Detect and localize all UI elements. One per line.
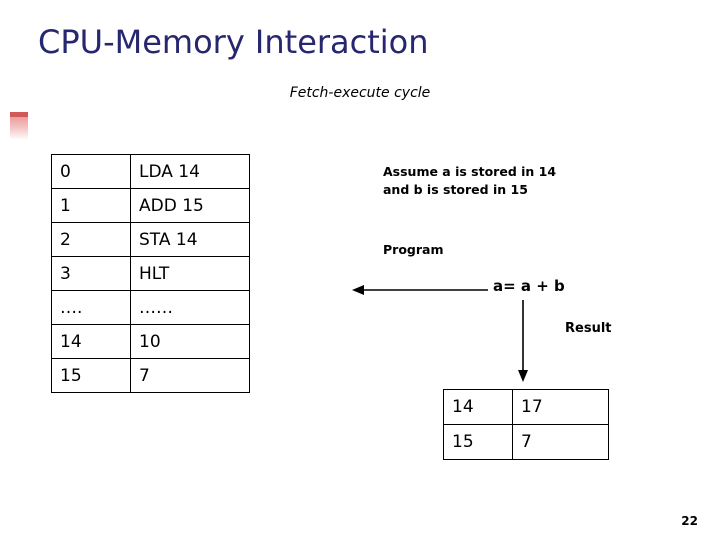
table-row: 15 7 — [443, 424, 609, 460]
table-row: 0 LDA 14 — [51, 154, 250, 189]
memory-address: 0 — [51, 154, 131, 189]
assume-note-line2: and b is stored in 15 — [383, 182, 528, 198]
memory-address: 2 — [51, 222, 131, 257]
result-label: Result — [565, 321, 612, 336]
memory-address: 14 — [51, 324, 131, 359]
result-address: 15 — [443, 424, 513, 460]
page-number: 22 — [681, 514, 698, 528]
memory-content: HLT — [130, 256, 250, 291]
memory-address: 1 — [51, 188, 131, 223]
memory-content: 7 — [130, 358, 250, 393]
table-row: 1 ADD 15 — [51, 188, 250, 223]
program-label: Program — [383, 242, 444, 257]
red-accent-bar — [10, 112, 28, 140]
assume-note-line1: Assume a is stored in 14 — [383, 164, 557, 179]
result-table: 14 17 15 7 — [443, 389, 609, 460]
result-address: 14 — [443, 389, 513, 425]
memory-table: 0 LDA 14 1 ADD 15 2 STA 14 3 HLT …. …… 1… — [51, 154, 250, 393]
arrow-left-icon — [352, 285, 488, 295]
result-value: 17 — [512, 389, 609, 425]
table-row: 3 HLT — [51, 256, 250, 291]
memory-address: 3 — [51, 256, 131, 291]
memory-content: ADD 15 — [130, 188, 250, 223]
page-subtitle: Fetch-execute cycle — [289, 85, 431, 101]
assume-note: Assume a is stored in 14 and b is stored… — [383, 163, 643, 199]
expression-label: a= a + b — [493, 277, 565, 295]
memory-address: 15 — [51, 358, 131, 393]
table-row: 14 10 — [51, 324, 250, 359]
memory-address: …. — [51, 290, 131, 325]
red-accent-bar-top — [10, 112, 28, 117]
memory-content: 10 — [130, 324, 250, 359]
memory-content: LDA 14 — [130, 154, 250, 189]
memory-content: STA 14 — [130, 222, 250, 257]
table-row: 15 7 — [51, 358, 250, 393]
table-row: 2 STA 14 — [51, 222, 250, 257]
result-value: 7 — [512, 424, 609, 460]
memory-content: …… — [130, 290, 250, 325]
table-row: 14 17 — [443, 389, 609, 425]
page-title: CPU-Memory Interaction — [38, 23, 429, 61]
table-row: …. …… — [51, 290, 250, 325]
arrow-down-icon — [518, 300, 528, 382]
